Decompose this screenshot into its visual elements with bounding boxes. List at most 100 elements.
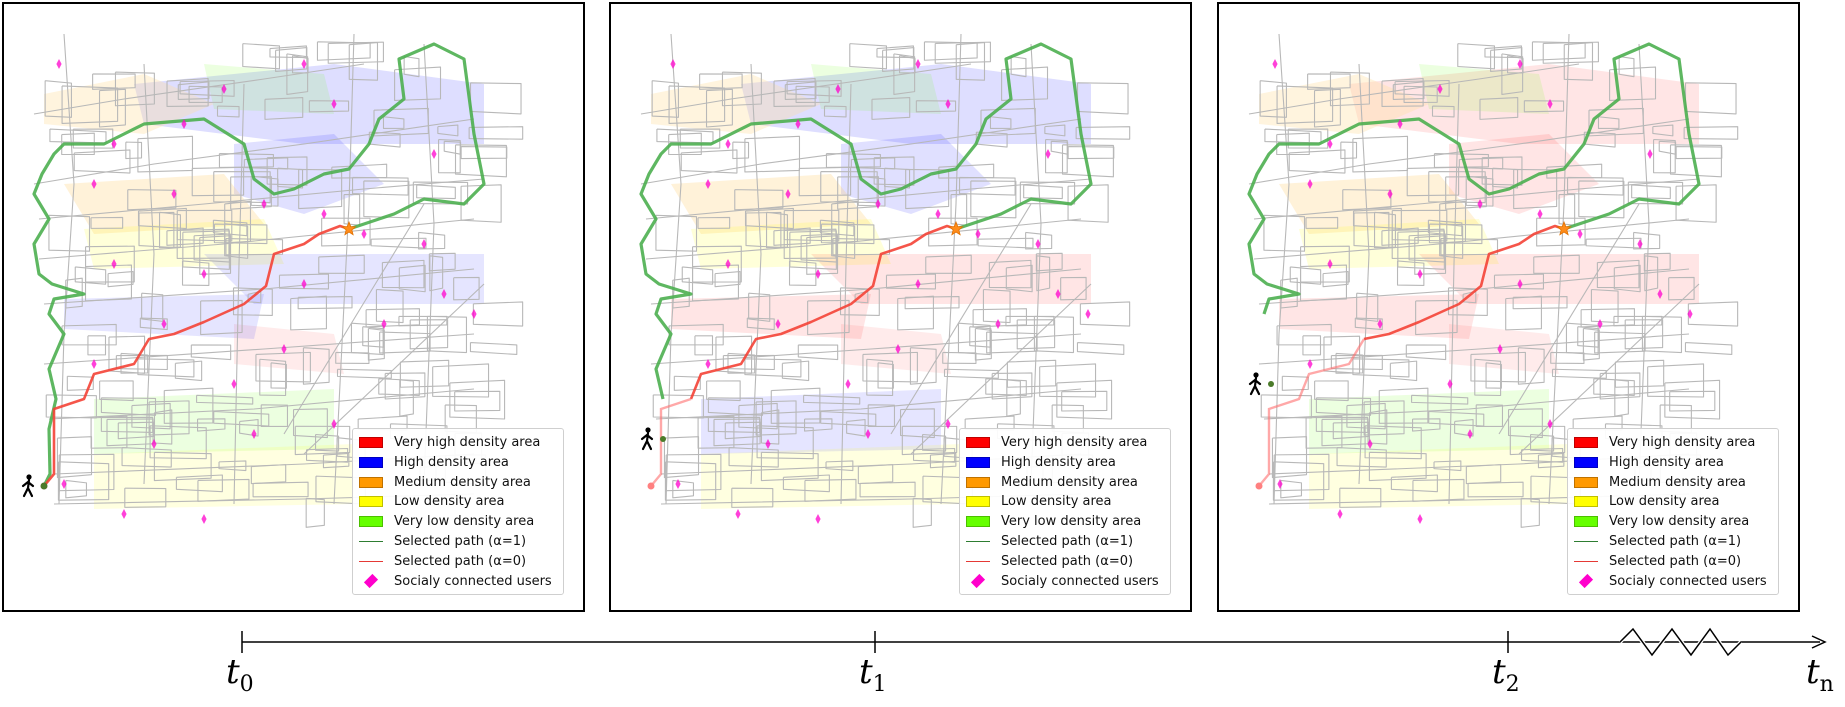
current-position-dot [1268,381,1274,387]
legend-label: Medium density area [1609,474,1746,490]
street [426,315,468,354]
legend-item: High density area [1574,453,1724,472]
street [1332,421,1370,440]
street [819,219,855,237]
street [1396,260,1425,287]
street [84,264,132,302]
legend-item: Selected path (α=1) [1574,532,1741,551]
street [216,105,240,118]
street [1368,409,1388,445]
legend-label: Selected path (α=0) [1001,553,1134,569]
legend-label: Low density area [394,494,505,510]
street [904,296,960,310]
social-user-marker [1337,509,1343,519]
street [1405,344,1447,361]
street [1580,308,1635,328]
street [1033,315,1075,354]
street [782,474,830,493]
street [1035,252,1063,272]
social-user-marker [421,239,427,249]
street [1016,319,1056,350]
street [972,308,1027,328]
street [365,308,420,328]
street [166,227,204,246]
street [148,400,190,436]
street [650,333,1082,365]
street [469,341,518,356]
social-user-marker [111,259,117,269]
street [1390,474,1438,493]
street [137,135,194,173]
street [48,388,475,420]
street [1079,301,1131,327]
social-user-marker [1085,309,1091,319]
street [1352,207,1402,230]
street [798,166,852,197]
street [409,319,449,350]
legend-item: High density area [359,453,509,472]
street [322,452,350,469]
selected-path-alpha-0 [43,224,350,487]
legend-color-patch [1574,456,1598,468]
current-position-dot [41,483,47,489]
street [1263,214,1306,252]
street [418,231,446,250]
street [1428,410,1485,427]
social-user-marker [785,189,791,199]
street [100,416,154,433]
street [1258,333,1690,365]
street [190,344,232,361]
street [1458,157,1504,170]
street [1408,233,1446,263]
street [1624,319,1664,350]
social-user-marker [231,379,237,389]
street [732,141,750,160]
street [655,388,1082,420]
diamond-icon [970,574,986,589]
street [697,216,731,229]
street [175,474,223,493]
street [449,379,506,420]
social-user-marker [1272,59,1278,69]
street [839,287,880,317]
street [1454,419,1474,437]
social-user-marker [91,359,97,369]
density-zone [44,74,214,134]
street [1263,388,1690,420]
density-zone [1279,294,1479,339]
legend-marker-key [359,574,383,589]
street [862,351,918,383]
street [1336,447,1387,468]
social-user-marker [975,229,981,239]
current-position-dot [660,436,666,442]
street [117,421,155,440]
street [1427,219,1463,237]
street [382,116,405,129]
social-user-marker [181,119,187,129]
street [212,219,248,237]
street [680,149,738,174]
street [1513,168,1558,210]
street [454,390,501,412]
street [1498,203,1640,435]
street [1652,124,1674,137]
selected-path-alpha-0 [1363,224,1565,341]
diamond-icon [363,574,379,589]
street [1253,218,1690,260]
legend-label: Very low density area [394,514,535,530]
street [665,33,682,505]
density-zone [651,74,821,134]
legend-label: Very low density area [1001,514,1142,530]
legend-item: Very high density area [359,433,540,452]
social-user-marker [995,319,1001,329]
origin-point [647,482,655,490]
social-user-marker [875,199,881,209]
social-user-marker [815,514,821,524]
street [275,47,308,73]
street [384,372,426,400]
legend-label: Medium density area [1001,474,1138,490]
social-user-marker [1537,209,1543,219]
social-user-marker [915,59,921,69]
